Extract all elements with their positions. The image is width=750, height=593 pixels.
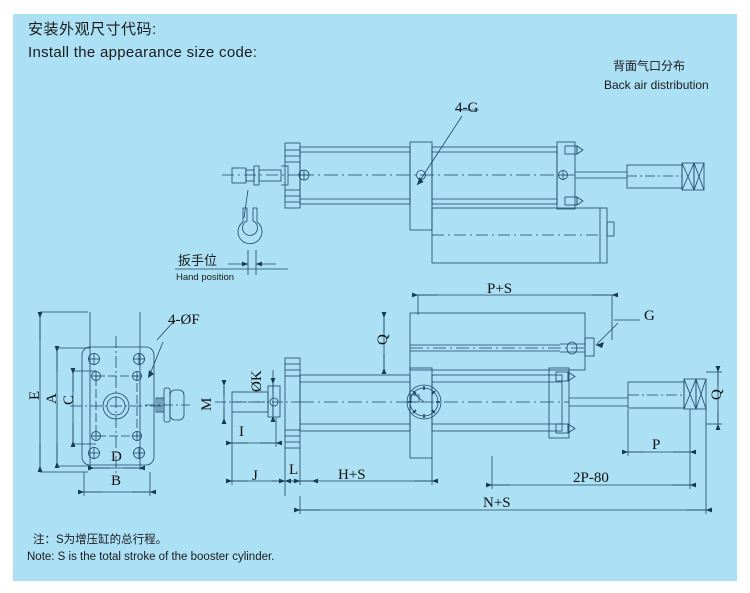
page-title-cn: 安装外观尺寸代码: <box>28 21 157 38</box>
page-title-en: Install the appearance size code: <box>28 44 258 61</box>
dim-I <box>226 412 282 447</box>
top-piston-rod <box>575 162 705 191</box>
top-cylinder-2-cap <box>556 141 584 210</box>
top-cylinder-2 <box>431 146 558 205</box>
dim-label-B: B <box>111 473 122 489</box>
callout-4g-leader <box>416 109 479 186</box>
wrench-symbol <box>237 189 263 275</box>
side-barrel-2 <box>431 374 563 432</box>
callout-4of-leader <box>148 319 176 378</box>
dim-label-P-plus-S: P+S <box>487 281 513 297</box>
dim-label-M: M <box>199 397 215 411</box>
top-flange <box>284 142 301 209</box>
dim-J <box>226 447 291 485</box>
dim-label-A: A <box>44 393 60 404</box>
dim-label-OK: ØK <box>249 370 265 392</box>
side-output-rod <box>569 378 707 410</box>
drawing-panel <box>13 14 737 581</box>
dim-Q-right <box>706 366 722 430</box>
dim-label-C: C <box>61 394 77 405</box>
footer-note-en: Note: S is the total stroke of the boost… <box>27 551 275 563</box>
dim-label-Q-left: Q <box>375 334 391 345</box>
side-mid-block <box>406 367 442 459</box>
back-air-note-cn: 背面气口分布 <box>613 59 686 73</box>
dim-label-J: J <box>252 468 258 484</box>
hand-position-dim <box>175 261 288 270</box>
dim-label-2P-80: 2P-80 <box>573 470 609 486</box>
side-main-barrel <box>299 374 411 432</box>
top-mid-block <box>409 141 433 231</box>
flange-front-view <box>70 312 190 478</box>
dim-label-P: P <box>652 437 661 453</box>
dim-label-H-plus-S: H+S <box>338 467 366 483</box>
dim-label-Q-right: Q <box>709 389 725 400</box>
dim-E <box>37 311 88 473</box>
top-cylinder-1 <box>298 146 411 205</box>
dim-B <box>78 472 156 496</box>
dim-N-plus-S <box>294 409 712 514</box>
side-flange <box>284 357 301 449</box>
dim-A <box>54 346 90 468</box>
dim-label-E: E <box>27 390 43 400</box>
top-back-cylinder <box>431 207 615 264</box>
callout-g-label: G <box>644 308 655 324</box>
dim-label-I: I <box>239 424 244 440</box>
top-rod-end <box>231 165 289 186</box>
hand-position-label-en: Hand position <box>176 272 235 283</box>
dim-label-D: D <box>111 449 122 465</box>
dim-C <box>70 368 96 447</box>
dim-P <box>622 409 696 456</box>
dim-H-plus-S <box>294 458 438 485</box>
footer-note-cn: 注：S为增压缸的总行程。 <box>33 534 168 546</box>
callout-4g-label: 4-G <box>455 100 479 116</box>
dim-label-N-plus-S: N+S <box>483 495 511 511</box>
hand-position-label-cn: 扳手位 <box>178 253 218 268</box>
back-air-note-en: Back air distribution <box>604 78 709 92</box>
dim-label-L: L <box>289 462 299 478</box>
side-upper-cylinder <box>409 312 595 371</box>
dim-P-plus-S <box>412 292 618 340</box>
side-end-cap <box>548 367 576 439</box>
callout-g-leader <box>595 319 640 348</box>
dim-2P-80 <box>486 456 696 489</box>
callout-4of-label: 4-ØF <box>168 312 200 328</box>
